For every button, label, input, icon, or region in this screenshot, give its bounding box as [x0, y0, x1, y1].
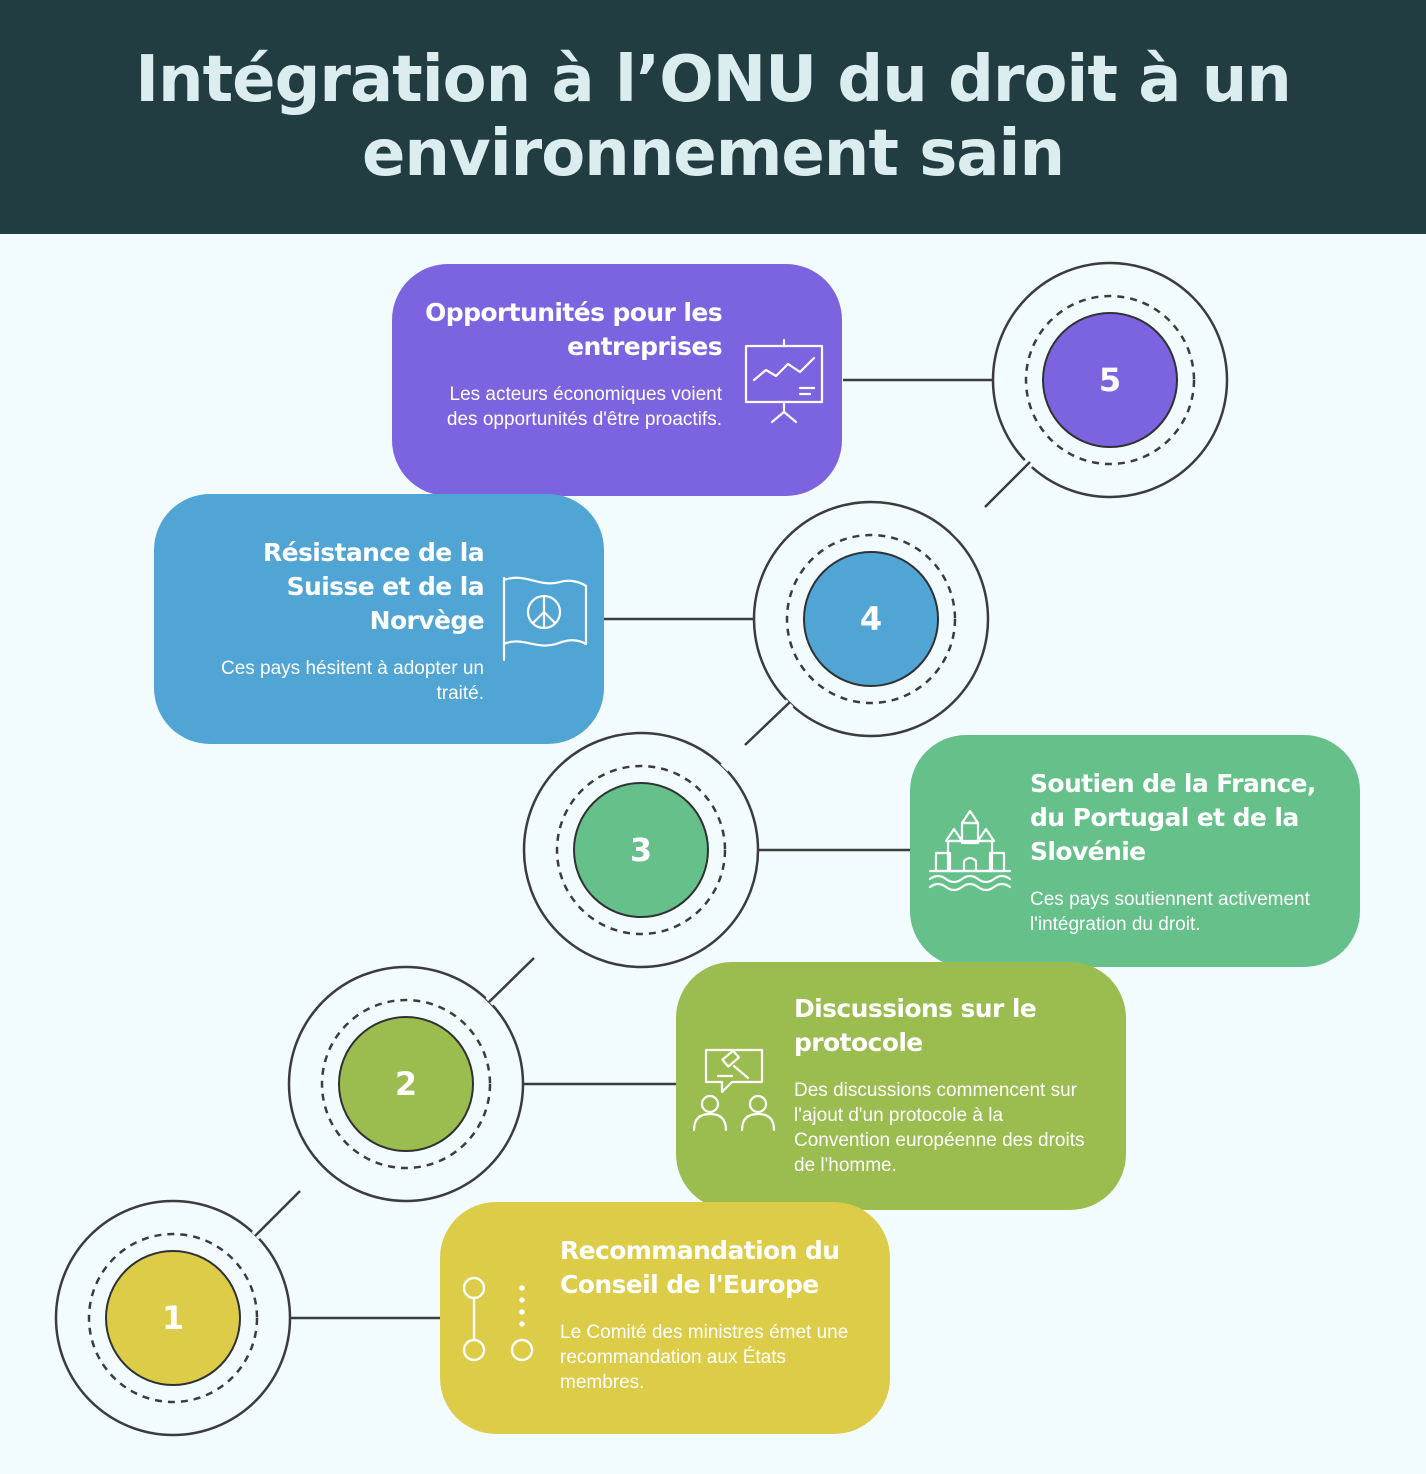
- step-card-5: Opportunités pour les entreprises Les ac…: [392, 264, 842, 496]
- step-number-label: 3: [629, 831, 653, 869]
- step-title: Soutien de la France, du Portugal et de …: [1030, 769, 1316, 866]
- step-number-1: 1: [105, 1250, 241, 1386]
- step-number-label: 2: [394, 1065, 418, 1103]
- dashed-ring-3: [555, 764, 727, 936]
- connector-1-2: [254, 1190, 301, 1237]
- dashed-ring-1: [87, 1232, 259, 1404]
- step-number-label: 4: [859, 600, 883, 638]
- step-card-2: Discussions sur le protocole Des discuss…: [676, 962, 1126, 1210]
- step-number-5: 5: [1042, 312, 1178, 448]
- connector-2-3: [488, 957, 535, 1003]
- step-title: Résistance de la Suisse et de la Norvège: [262, 538, 485, 635]
- step-description: Des discussions commencent sur l'ajout d…: [794, 1080, 1085, 1176]
- header-banner: Intégration à l’ONU du droit à un enviro…: [0, 0, 1426, 234]
- milestone-path-icon: [462, 1276, 534, 1362]
- dashed-ring-4: [785, 533, 957, 705]
- step-description: Le Comité des ministres émet une recomma…: [560, 1322, 849, 1393]
- castle-icon: [928, 809, 1012, 892]
- step-number-2: 2: [338, 1016, 474, 1152]
- step-card-1: Recommandation du Conseil de l'Europe Le…: [440, 1202, 890, 1434]
- step-description: Les acteurs économiques voient des oppor…: [446, 384, 722, 430]
- connector-4-5: [984, 461, 1031, 508]
- step-title: Opportunités pour les entreprises: [425, 298, 722, 361]
- connector-3-4: [744, 701, 791, 746]
- step-number-label: 5: [1098, 361, 1122, 399]
- dashed-ring-5: [1024, 294, 1196, 466]
- step-number-3: 3: [573, 782, 709, 918]
- page-title: Intégration à l’ONU du droit à un enviro…: [135, 43, 1292, 191]
- step-description: Ces pays soutiennent activement l'intégr…: [1030, 889, 1310, 935]
- step-card-3: Soutien de la France, du Portugal et de …: [910, 735, 1360, 967]
- presentation-chart-icon: [744, 338, 824, 424]
- step-title: Recommandation du Conseil de l'Europe: [560, 1236, 840, 1299]
- step-card-4: Résistance de la Suisse et de la Norvège…: [154, 494, 604, 744]
- peace-flag-icon: [502, 576, 588, 662]
- step-title: Discussions sur le protocole: [794, 994, 1037, 1057]
- step-number-label: 1: [161, 1299, 185, 1337]
- step-description: Ces pays hésitent à adopter un traité.: [220, 658, 484, 704]
- step-number-4: 4: [803, 551, 939, 687]
- discussion-gavel-icon: [692, 1048, 776, 1132]
- dashed-ring-2: [320, 998, 492, 1170]
